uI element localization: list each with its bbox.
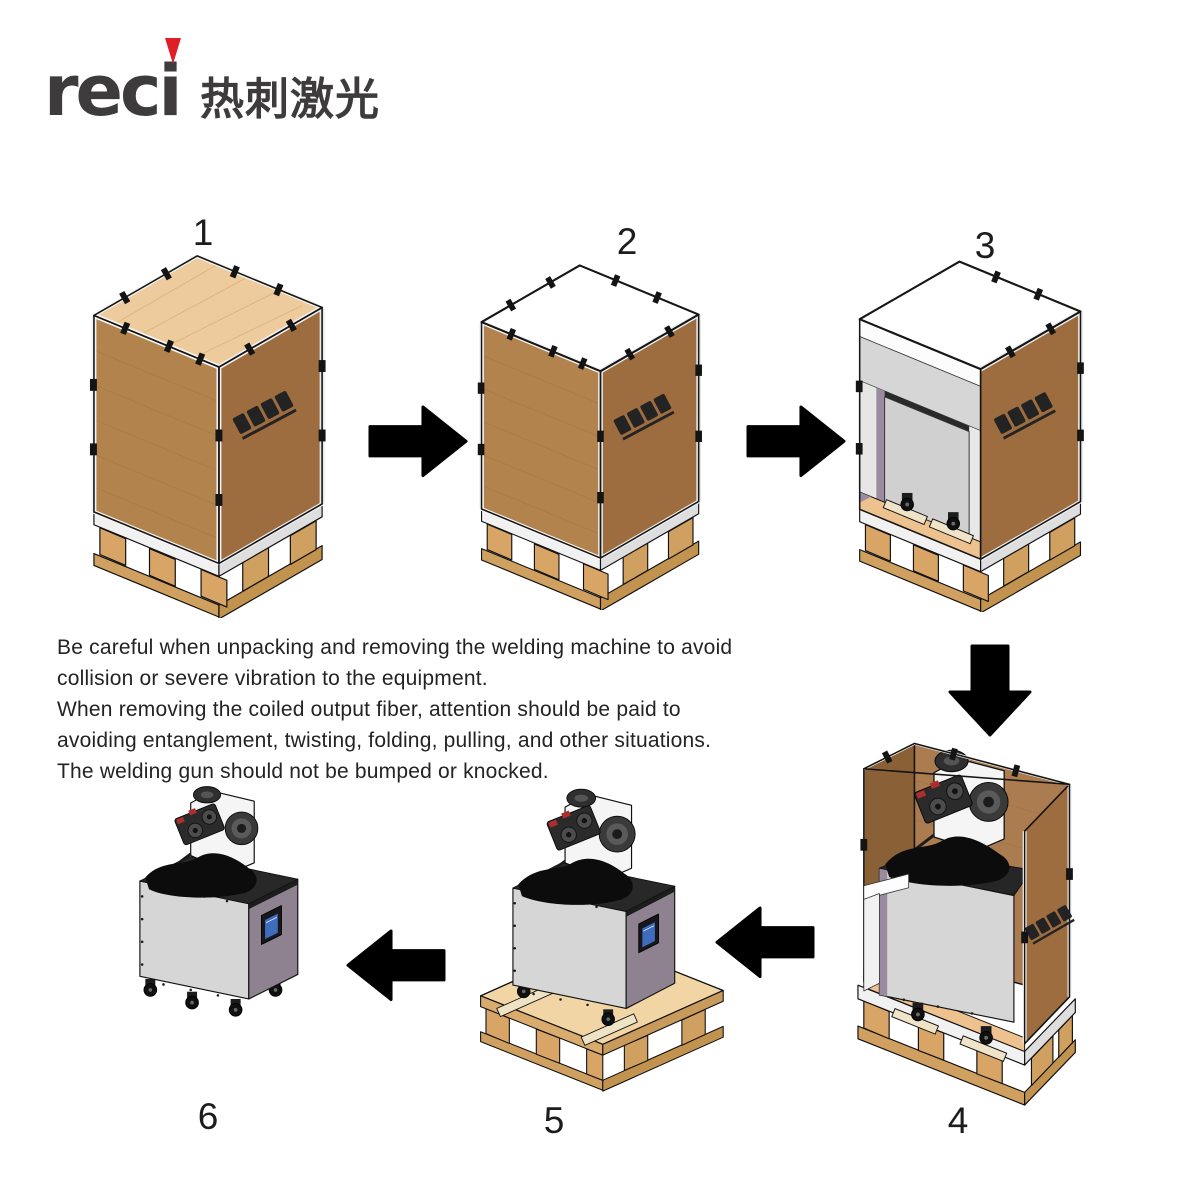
machine-on-casters-illustration [139,786,299,1017]
step-6-label: 6 [197,1096,219,1137]
caster-wheel [911,1002,925,1022]
arrow-right-icon [368,403,470,482]
arrow-down-icon [948,644,1032,737]
open-crate-machine-illustration [857,742,1076,1106]
wire-feeder [153,786,259,883]
machine-on-pallet-illustration [479,788,724,1092]
wire-feeder [892,749,1009,868]
caution-line: When removing the coiled output fiber, a… [57,698,681,721]
control-screen [638,913,659,954]
fiber-coil [145,853,257,898]
step-4-label: 4 [947,1100,969,1141]
crate-front-removed-illustration [855,260,1084,612]
step-3-label: 3 [974,225,996,266]
arrow-left-icon [713,904,815,983]
crate-print-mark [232,391,297,440]
crate-print-mark [1024,905,1075,945]
fiber-coil [518,858,633,905]
caster-wheel [185,991,199,1010]
crate-side-face [218,307,323,564]
caution-text: Be careful when unpacking and removing t… [57,632,902,787]
step-2-figure [474,256,710,610]
crate-print-mark [613,394,675,441]
step-5-label: 5 [543,1100,565,1141]
foam-piece [863,873,910,900]
caster-wheel [601,1009,615,1026]
foam-piece [863,893,880,992]
caution-line: avoiding entanglement, twisting, folding… [57,729,712,752]
crate-side-face [980,311,1081,560]
arrow-left-icon [344,927,446,1006]
foam-strip [876,387,885,503]
crate-front-face [93,315,219,564]
step-1-figure [86,246,334,618]
closed-crate-illustration [89,254,326,618]
pallet [859,501,1082,612]
wire-feeder [524,788,636,891]
logo-red-wedge-icon [165,38,181,64]
fiber-coil [885,836,1010,886]
caster-wheel [143,979,158,997]
crate-lid-removed-illustration [477,264,702,610]
logo-brand-text: reci [44,50,182,132]
step-6-figure [127,783,327,1028]
caster-wheel [900,492,914,512]
pallet [93,503,323,618]
crate-clips [89,265,326,506]
step-1-label: 1 [192,212,214,253]
step-2-label: 2 [616,221,638,262]
caution-line: Be careful when unpacking and removing t… [57,636,733,659]
crate-front-face [481,322,601,559]
pallet [857,984,1076,1106]
crate-clips [477,274,702,504]
logo: reci 热刺激光 [0,0,420,150]
caster-wheel [979,1026,993,1045]
logo-cn-text: 热刺激光 [200,74,380,125]
caution-line: The welding gun should not be bumped or … [57,760,549,783]
welding-machine [512,788,676,1026]
crate-side-face [600,314,699,559]
caution-line: collision or severe vibration to the equ… [57,667,488,690]
step-5-figure [466,782,736,1092]
step-3-figure [852,252,1092,612]
crate-print-mark [994,392,1056,440]
step-4-figure [850,722,1094,1107]
pallet [480,500,700,610]
caster-wheel [946,512,960,531]
welding-machine [878,749,1032,1023]
welding-machine [139,786,299,1017]
crate-clips [855,270,1084,455]
arrow-right-icon [746,403,848,482]
control-screen [261,905,282,945]
caster-wheel [228,998,243,1017]
